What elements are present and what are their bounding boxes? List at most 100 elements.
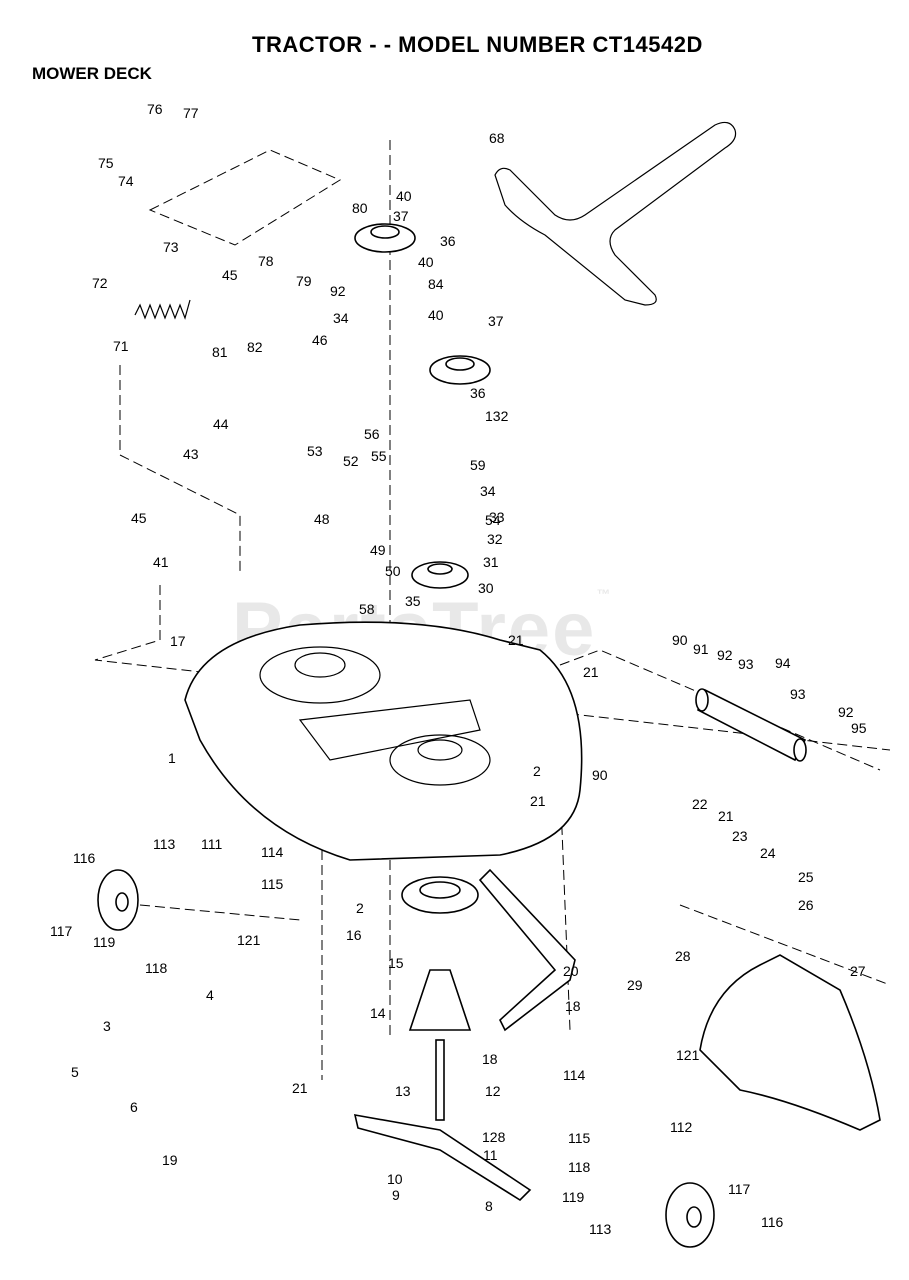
roller bbox=[695, 688, 807, 762]
callout-36: 36 bbox=[470, 385, 486, 401]
callout-21: 21 bbox=[530, 793, 546, 809]
callout-75: 75 bbox=[98, 155, 114, 171]
guide-lines bbox=[94, 140, 891, 1080]
callout-80: 80 bbox=[352, 200, 368, 216]
gauge-wheel-right bbox=[665, 1182, 715, 1248]
callout-32: 32 bbox=[487, 531, 503, 547]
callout-11: 11 bbox=[483, 1147, 498, 1163]
callout-2: 2 bbox=[356, 900, 364, 916]
callout-21: 21 bbox=[508, 632, 524, 648]
callout-12: 12 bbox=[485, 1083, 501, 1099]
callout-115: 115 bbox=[261, 876, 284, 892]
callout-25: 25 bbox=[798, 869, 814, 885]
callout-6: 6 bbox=[130, 1099, 138, 1115]
callout-117: 117 bbox=[50, 923, 73, 939]
callout-13: 13 bbox=[395, 1083, 411, 1099]
callout-20: 20 bbox=[563, 963, 579, 979]
callout-24: 24 bbox=[760, 845, 776, 861]
callout-35: 35 bbox=[405, 593, 421, 609]
spindle-assembly bbox=[401, 876, 479, 1121]
callout-93: 93 bbox=[738, 656, 754, 672]
callout-93: 93 bbox=[790, 686, 806, 702]
watermark-tm: ™ bbox=[596, 586, 613, 602]
callout-118: 118 bbox=[568, 1159, 591, 1175]
callout-18: 18 bbox=[482, 1051, 498, 1067]
callout-53: 53 bbox=[307, 443, 323, 459]
idler-arm bbox=[478, 868, 576, 1032]
callout-81: 81 bbox=[212, 344, 228, 360]
callout-113: 113 bbox=[153, 836, 176, 852]
callout-23: 23 bbox=[732, 828, 748, 844]
callout-90: 90 bbox=[672, 632, 688, 648]
callout-1: 1 bbox=[168, 750, 176, 766]
callout-31: 31 bbox=[483, 554, 499, 570]
callout-117: 117 bbox=[728, 1181, 751, 1197]
callout-17: 17 bbox=[170, 633, 186, 649]
callout-92: 92 bbox=[717, 647, 733, 663]
callout-54: 54 bbox=[485, 512, 501, 528]
callout-116: 116 bbox=[73, 850, 96, 866]
page-title: TRACTOR - - MODEL NUMBER CT14542D bbox=[252, 32, 703, 57]
callout-118: 118 bbox=[145, 960, 168, 976]
callout-40: 40 bbox=[428, 307, 444, 323]
callout-113: 113 bbox=[589, 1221, 612, 1237]
callout-8: 8 bbox=[485, 1198, 493, 1214]
callout-79: 79 bbox=[296, 273, 312, 289]
callout-50: 50 bbox=[385, 563, 401, 579]
callout-111: 111 bbox=[201, 836, 222, 852]
callout-27: 27 bbox=[850, 963, 866, 979]
callout-40: 40 bbox=[418, 254, 434, 270]
callout-3: 3 bbox=[103, 1018, 111, 1034]
callout-72: 72 bbox=[92, 275, 108, 291]
callout-21: 21 bbox=[583, 664, 599, 680]
callout-18: 18 bbox=[565, 998, 581, 1014]
callout-132: 132 bbox=[485, 408, 509, 424]
callout-40: 40 bbox=[396, 188, 412, 204]
callout-77: 77 bbox=[183, 105, 199, 121]
discharge-chute bbox=[699, 954, 881, 1131]
callout-43: 43 bbox=[183, 446, 199, 462]
callout-90: 90 bbox=[592, 767, 608, 783]
callout-14: 14 bbox=[370, 1005, 386, 1021]
callout-30: 30 bbox=[478, 580, 494, 596]
callout-33: 33 bbox=[489, 509, 505, 525]
callout-116: 116 bbox=[761, 1214, 784, 1230]
callout-119: 119 bbox=[562, 1189, 585, 1205]
callout-44: 44 bbox=[213, 416, 229, 432]
callout-22: 22 bbox=[692, 796, 708, 812]
callout-84: 84 bbox=[428, 276, 444, 292]
callout-34: 34 bbox=[480, 483, 496, 499]
callout-28: 28 bbox=[675, 948, 691, 964]
mower-deck bbox=[184, 621, 583, 861]
callout-58: 58 bbox=[359, 601, 375, 617]
pulley-36-lower bbox=[429, 355, 491, 385]
callout-114: 114 bbox=[261, 844, 284, 860]
callout-91: 91 bbox=[693, 641, 709, 657]
callout-46: 46 bbox=[312, 332, 328, 348]
callout-19: 19 bbox=[162, 1152, 178, 1168]
callout-48: 48 bbox=[314, 511, 330, 527]
callout-41: 41 bbox=[153, 554, 169, 570]
callout-5: 5 bbox=[71, 1064, 79, 1080]
callout-114: 114 bbox=[563, 1067, 586, 1083]
callout-21: 21 bbox=[718, 808, 734, 824]
callout-119: 119 bbox=[93, 934, 116, 950]
callout-4: 4 bbox=[206, 987, 214, 1003]
spring-72 bbox=[134, 299, 191, 320]
callout-15: 15 bbox=[388, 955, 404, 971]
callout-45: 45 bbox=[131, 510, 147, 526]
callout-2: 2 bbox=[533, 763, 541, 779]
callout-121: 121 bbox=[237, 932, 261, 948]
callout-74: 74 bbox=[118, 173, 134, 189]
callout-78: 78 bbox=[258, 253, 274, 269]
callout-71: 71 bbox=[113, 338, 129, 354]
callout-26: 26 bbox=[798, 897, 814, 913]
callout-10: 10 bbox=[387, 1171, 403, 1187]
callout-94: 94 bbox=[775, 655, 791, 671]
callout-55: 55 bbox=[371, 448, 387, 464]
mower-blade bbox=[353, 1114, 532, 1202]
callout-68: 68 bbox=[489, 130, 505, 146]
callout-45: 45 bbox=[222, 267, 238, 283]
callout-36: 36 bbox=[440, 233, 456, 249]
